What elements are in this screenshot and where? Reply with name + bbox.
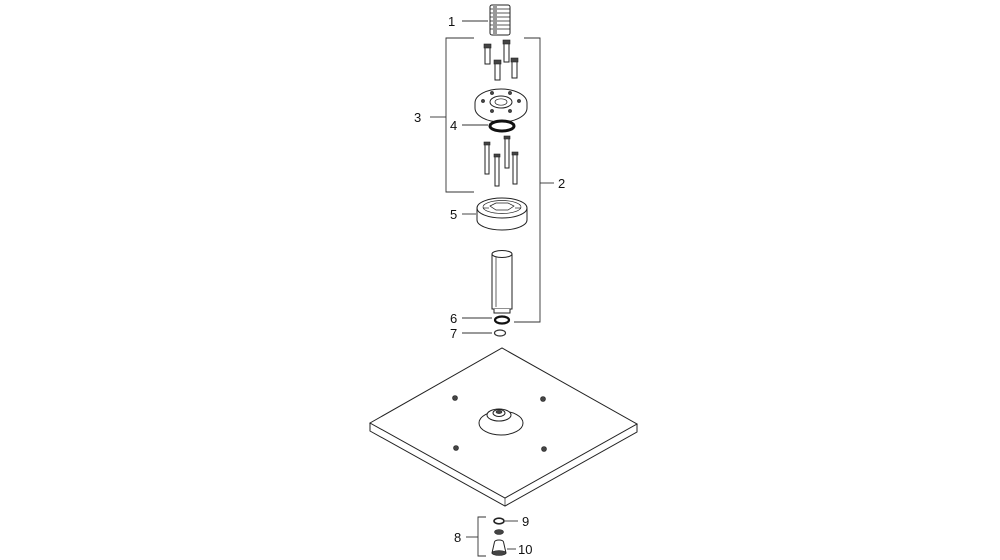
square-shower-head [368,347,639,507]
part-6-seal [493,315,511,325]
part-7-washer [493,329,507,337]
callout-3: 3 [414,110,421,125]
callout-10: 10 [518,542,532,557]
bracket-group-3 [445,37,474,193]
part-4-o-ring [488,119,516,133]
callout-9: 9 [522,514,529,529]
shower-arm-tube [491,250,513,314]
callout-2: 2 [558,176,565,191]
callout-5: 5 [450,207,457,222]
short-screws [483,39,519,81]
small-washer [494,529,504,535]
bracket-group-2 [514,37,541,323]
callout-1: 1 [448,14,455,29]
callout-7: 7 [450,326,457,341]
bracket-group-8 [477,516,486,557]
mounting-plate [474,88,528,123]
callout-4: 4 [450,118,457,133]
part-10-nozzle-insert [491,539,507,556]
part-9-small-ring [493,517,505,525]
part-5-escutcheon [476,197,528,231]
long-screws [483,135,519,187]
part-1-threaded-connector [489,4,511,36]
callout-8: 8 [454,530,461,545]
callout-6: 6 [450,311,457,326]
